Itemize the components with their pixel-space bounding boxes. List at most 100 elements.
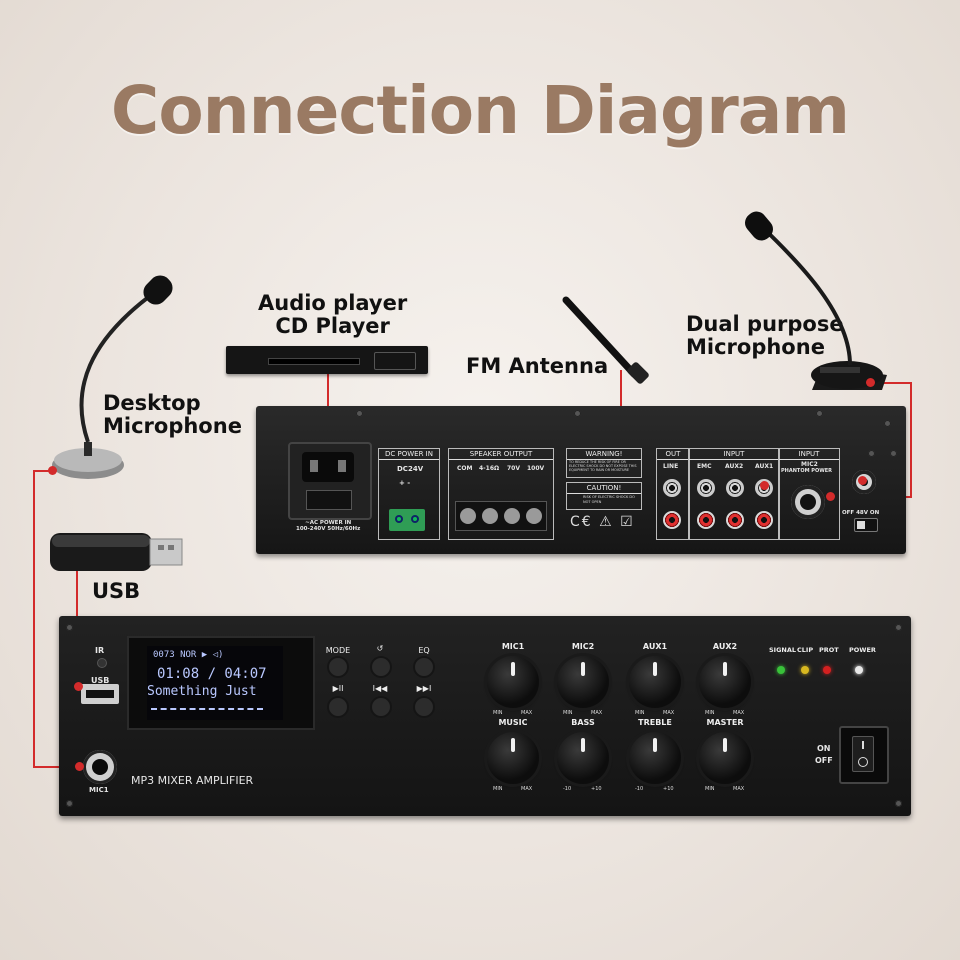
power-on-label: ON — [817, 744, 831, 753]
power-switch[interactable] — [839, 726, 889, 784]
next-label: ▶▶I — [416, 684, 432, 693]
usb-port[interactable] — [81, 684, 119, 704]
warning-text: TO REDUCE THE RISK OF FIRE OR ELECTRIC S… — [569, 460, 637, 472]
master-volume-knob[interactable] — [699, 732, 751, 784]
treble-scale-min: -10 — [635, 786, 644, 792]
aux2-jack-red[interactable] — [726, 511, 744, 529]
music-scale-max: MAX — [521, 786, 533, 792]
aux2-volume-knob[interactable] — [699, 656, 751, 708]
master-scale-max: MAX — [733, 786, 745, 792]
ir-label: IR — [95, 646, 105, 655]
play-pause-label: ▶II — [332, 684, 344, 693]
dc-terminal[interactable] — [389, 509, 425, 531]
bass-knob[interactable] — [557, 732, 609, 784]
antenna-icon — [562, 296, 649, 384]
out-line-label: LINE — [663, 463, 679, 470]
prot-led — [823, 666, 831, 674]
mode-button[interactable] — [329, 658, 347, 676]
mic2-scale-min: MIN — [563, 710, 573, 716]
next-button[interactable] — [415, 698, 433, 716]
play-pause-button[interactable] — [329, 698, 347, 716]
aux1-knob-label: AUX1 — [642, 642, 668, 651]
aux2-knob-label: AUX2 — [712, 642, 738, 651]
power-off-label: OFF — [815, 756, 833, 765]
ir-sensor — [97, 658, 107, 668]
eq-button-label: EQ — [418, 646, 430, 655]
bass-scale-min: -10 — [563, 786, 572, 792]
mic1-scale-min: MIN — [493, 710, 503, 716]
input2-header: INPUT — [779, 449, 839, 460]
fm-antenna — [560, 296, 660, 386]
aux1-scale-min: MIN — [635, 710, 645, 716]
usb-stick — [48, 527, 188, 577]
aux2-jack-white[interactable] — [726, 479, 744, 497]
speaker-term-4-16: 4-16Ω — [479, 465, 500, 472]
treble-knob[interactable] — [629, 732, 681, 784]
mic2-scale-max: MAX — [591, 710, 603, 716]
input-header: INPUT — [689, 449, 779, 460]
dc-voltage-label: DC24V — [397, 465, 424, 473]
input-aux1-label: AUX1 — [755, 463, 774, 470]
previous-label: I◀◀ — [372, 684, 388, 693]
line-out-jack-red[interactable] — [663, 511, 681, 529]
speaker-output-section: SPEAKER OUTPUT COM 4-16Ω 70V 100V — [448, 448, 554, 540]
dc-polarity-label: + - — [399, 479, 411, 487]
eq-button[interactable] — [415, 658, 433, 676]
mic1-scale-max: MAX — [521, 710, 533, 716]
previous-button[interactable] — [372, 698, 390, 716]
dual-microphone-icon — [745, 211, 887, 390]
audio-cd-player — [226, 346, 428, 374]
rear-panel: ~AC POWER IN 100-240V 50Hz/60Hz DC POWER… — [256, 406, 906, 554]
music-knob-label: MUSIC — [498, 718, 528, 727]
prot-indicator-label: PROT — [819, 646, 839, 654]
mode-button-label: MODE — [325, 646, 351, 655]
emc-jack-red[interactable] — [697, 511, 715, 529]
lcd-progress — [151, 708, 263, 710]
desktop-microphone-label: Desktop Microphone — [103, 391, 242, 438]
music-volume-knob[interactable] — [487, 732, 539, 784]
line-out-section: OUT LINE — [656, 448, 690, 540]
ac-power-label: ~AC POWER IN 100-240V 50Hz/60Hz — [296, 520, 361, 532]
ac-power-inlet[interactable] — [288, 442, 372, 520]
lcd-track-title: Something Just — [147, 684, 257, 699]
treble-scale-max: +10 — [663, 786, 674, 792]
certification-marks: C€ ⚠ ☑ — [570, 514, 635, 530]
bass-scale-max: +10 — [591, 786, 602, 792]
desktop-microphone — [48, 270, 178, 490]
mic2-volume-knob[interactable] — [557, 656, 609, 708]
mic1-volume-knob[interactable] — [487, 656, 539, 708]
out-header: OUT — [657, 449, 689, 460]
clip-led — [801, 666, 809, 674]
repeat-button[interactable] — [372, 658, 390, 676]
mic2-rear-label: MIC2 — [801, 461, 818, 468]
audio-player-label: Audio player CD Player — [258, 291, 408, 338]
master-scale-min: MIN — [705, 786, 715, 792]
aux1-volume-knob[interactable] — [629, 656, 681, 708]
caution-text: RISK OF ELECTRIC SHOCK DO NOT OPEN — [583, 495, 635, 504]
signal-led — [777, 666, 785, 674]
diagram-title: Connection Diagram — [110, 72, 850, 149]
dual-purpose-microphone — [742, 205, 892, 400]
master-knob-label: MASTER — [706, 718, 744, 727]
mic2-xlr-combo-jack[interactable] — [791, 485, 825, 519]
mic1-jack[interactable] — [83, 750, 117, 784]
speaker-terminal-block[interactable] — [455, 501, 547, 531]
bass-knob-label: BASS — [571, 718, 595, 727]
mic1-jack-label: MIC1 — [89, 786, 109, 794]
speaker-term-70v: 70V — [507, 465, 520, 472]
mic2-knob-label: MIC2 — [571, 642, 595, 651]
warning-header: WARNING! — [567, 449, 641, 460]
input-aux2-label: AUX2 — [725, 463, 744, 470]
desktop-microphone-icon — [52, 275, 173, 479]
phantom-power-label: PHANTOM POWER — [781, 468, 832, 474]
mic2-input-section: INPUT MIC2 PHANTOM POWER — [778, 448, 840, 540]
usb-stick-icon — [50, 533, 183, 571]
lcd-screen: 0073 NOR ▶ ◁) 01:08 / 04:07 Something Ju… — [147, 646, 283, 720]
phantom-switch-label: OFF 48V ON — [842, 510, 880, 516]
caution-box: CAUTION! RISK OF ELECTRIC SHOCK DO NOT O… — [566, 482, 642, 510]
emc-jack-white[interactable] — [697, 479, 715, 497]
aux1-jack-red[interactable] — [755, 511, 773, 529]
model-name: MP3 MIXER AMPLIFIER — [131, 774, 254, 787]
phantom-power-switch[interactable] — [854, 518, 878, 532]
line-out-jack-white[interactable] — [663, 479, 681, 497]
